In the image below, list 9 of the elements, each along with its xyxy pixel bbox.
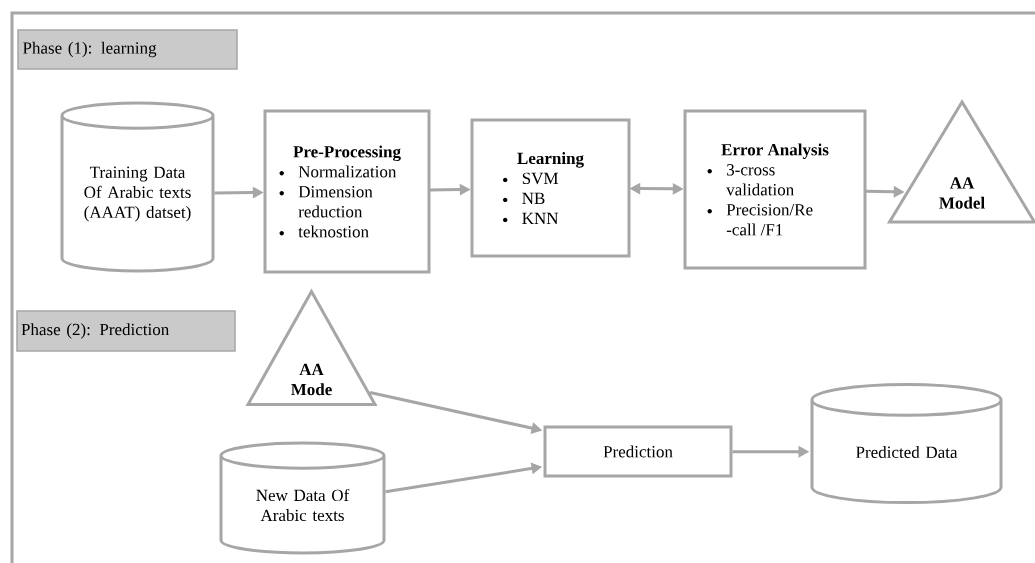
database-cylinder: Training Data Of Arabic texts (AAAT) datset) — [60, 101, 215, 273]
phase-band: Phase (2): Prediction — [16, 310, 236, 352]
database-cylinder: Predicted Data — [810, 383, 1003, 505]
process-box: Learning SVM NB KNN — [470, 118, 631, 258]
process-box: Pre-Processing Normalization Dimension reduction teknostion — [263, 109, 431, 274]
phase-band: Phase (1): learning — [17, 29, 238, 70]
process-box: Error Analysis 3-cross validation Precision/Re -call /F1 — [683, 109, 867, 270]
database-cylinder: New Data Of Arabic texts — [219, 441, 386, 555]
process-box: Prediction — [543, 425, 733, 478]
